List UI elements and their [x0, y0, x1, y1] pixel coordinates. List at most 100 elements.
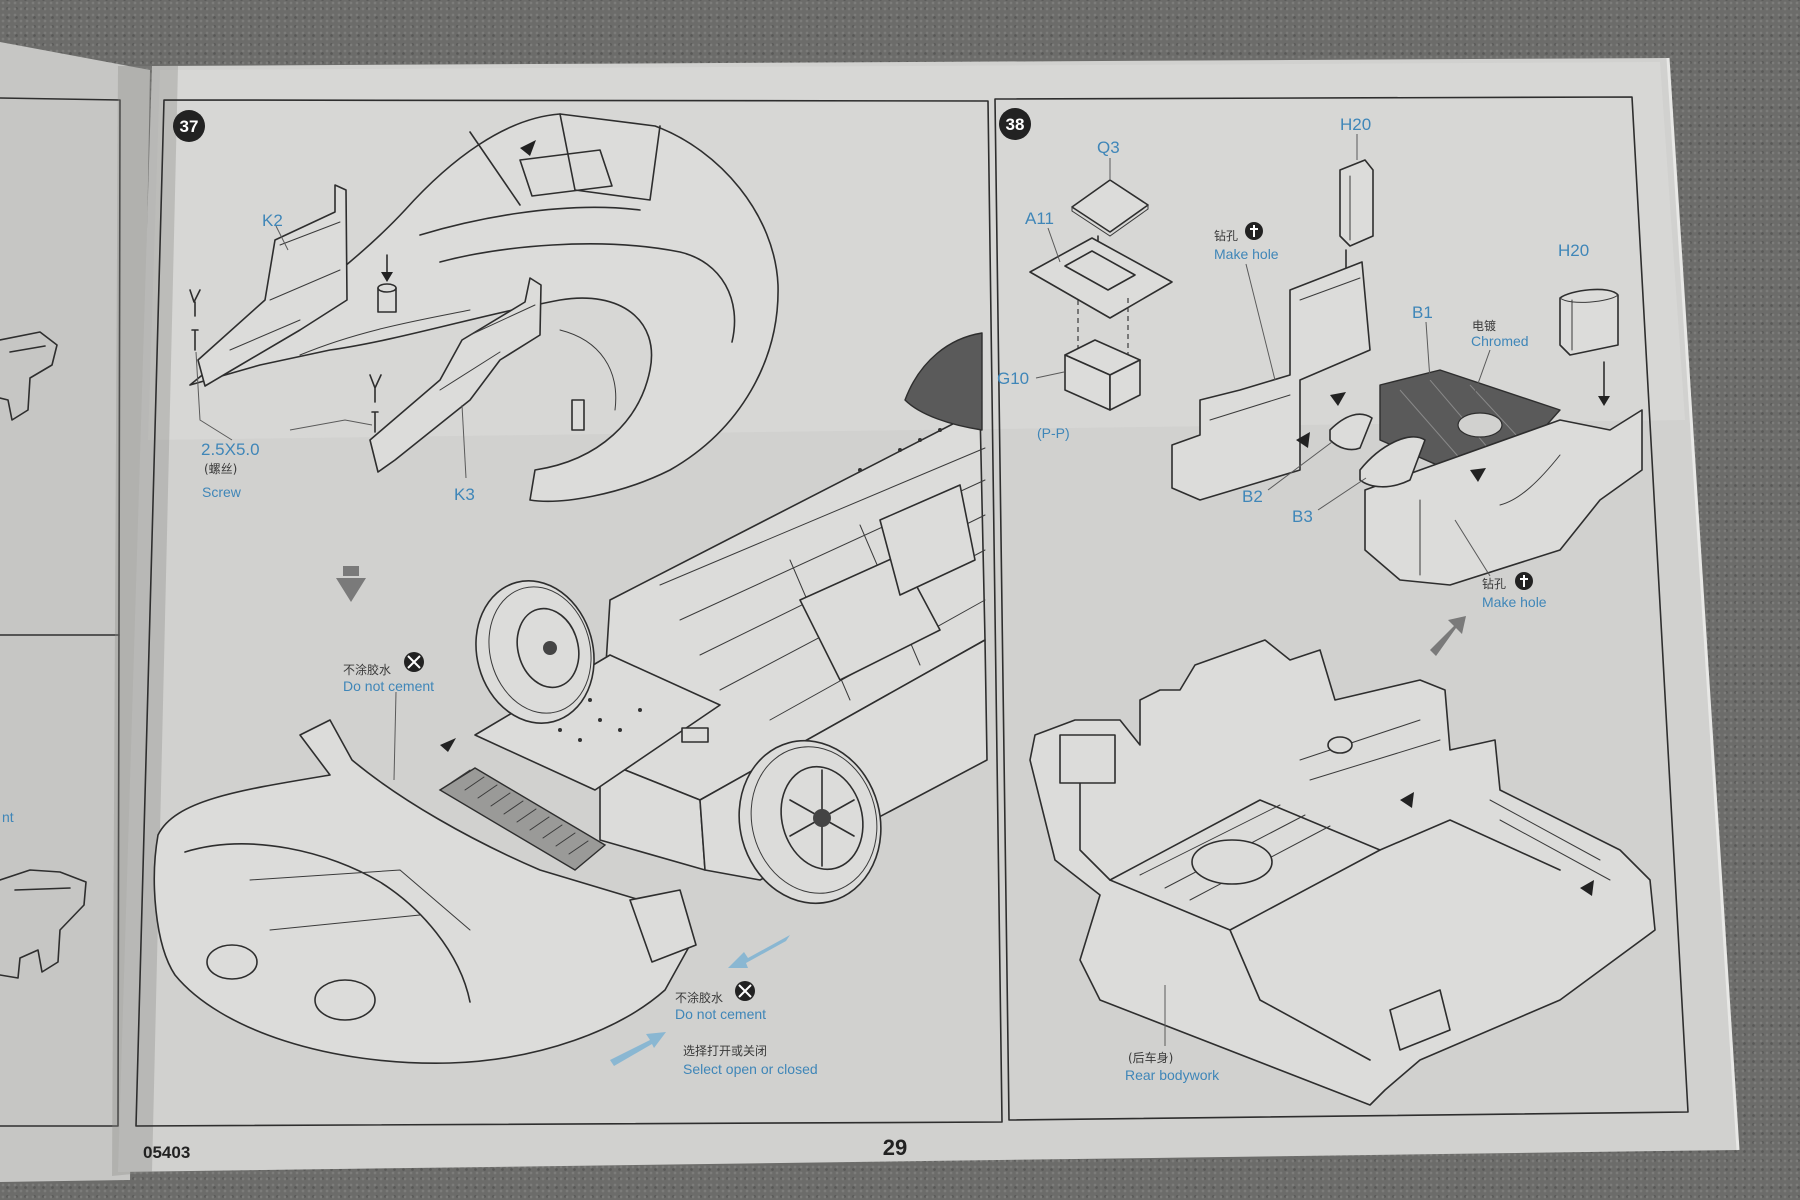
upper-body-shell — [189, 113, 779, 503]
note-en: Do not cement — [675, 1006, 766, 1022]
step37-badge — [173, 110, 205, 142]
deck-rivet — [578, 738, 582, 742]
h20-right-part: H20 — [1558, 241, 1619, 406]
headlight — [206, 944, 258, 980]
shell-roof-edge — [419, 206, 641, 236]
rear-floor-hole — [1191, 839, 1273, 885]
product-code: 05403 — [143, 1143, 190, 1162]
drill-note-cn: 钻孔 — [1214, 228, 1238, 243]
b3-label: B3 — [1292, 507, 1313, 526]
rear-box — [1059, 734, 1116, 784]
b2-label: B2 — [1242, 487, 1263, 506]
q3-label: Q3 — [1097, 138, 1120, 157]
rear-tire-mesh — [904, 332, 983, 431]
k3-leader — [461, 404, 467, 479]
deck-rivet — [598, 718, 602, 722]
k2-label: K2 — [262, 211, 283, 230]
left-page-part-top — [0, 331, 58, 421]
screw-en-label: Screw — [202, 484, 242, 500]
shell-outline — [189, 113, 779, 503]
g10-label: G10 — [997, 369, 1029, 388]
h20-top-shape — [1339, 159, 1374, 247]
screw-cn-label: (螺丝) — [204, 462, 237, 476]
left-page-frame — [0, 97, 121, 1127]
step38: 38 Q3 A11 G10 (P-P) — [997, 108, 1656, 1106]
rear-bodywork-cn: (后车身) — [1128, 1050, 1173, 1065]
gutter-shadow — [112, 66, 178, 1176]
left-page-part-bottom — [0, 869, 87, 979]
b2-part — [1329, 413, 1373, 451]
page-number: 29 — [883, 1135, 907, 1160]
down-arrow-stem — [343, 566, 359, 576]
b3-leader — [1317, 477, 1367, 511]
chrome-note-cn: 电镀 — [1472, 319, 1496, 333]
rear-bodywork-outline — [1029, 639, 1656, 1106]
shell-inner-edge — [439, 243, 736, 343]
pp-label: (P-P) — [1037, 425, 1070, 441]
drill-icon-mark — [1520, 575, 1528, 587]
deck-arrow — [440, 738, 456, 752]
assembly-right-detail — [1419, 454, 1561, 576]
drill-leader — [1454, 519, 1491, 577]
drill-note-en: Make hole — [1482, 594, 1547, 610]
step38-badge — [999, 108, 1031, 140]
note-cn: 不涂胶水 — [675, 990, 723, 1005]
hub — [543, 641, 557, 655]
step37-number: 37 — [180, 117, 199, 136]
b3-part — [1359, 436, 1426, 488]
drill-icon-mark — [1250, 225, 1258, 237]
no-glue-icon-mark — [407, 655, 421, 669]
no-glue-note-1: 不涂胶水 Do not cement — [343, 652, 434, 694]
screw-leader — [195, 351, 233, 441]
assembly-arrow — [1470, 468, 1486, 482]
k3-tab — [571, 399, 585, 431]
left-page-paper — [0, 42, 150, 1182]
screw-icon — [191, 329, 199, 351]
select-note-en: Select open or closed — [683, 1061, 818, 1077]
no-glue-note-2: 不涂胶水 Do not cement — [675, 981, 766, 1022]
chassis-rivet — [858, 468, 862, 472]
deck-rivet — [638, 708, 642, 712]
chrome-note-en: Chromed — [1471, 333, 1529, 349]
deck-rivet — [558, 728, 562, 732]
g10-leader — [1035, 371, 1065, 379]
a11-leader — [1047, 227, 1061, 263]
cylinder-arrowhead — [381, 272, 393, 282]
screw-leader — [289, 419, 373, 431]
k2-panel-shape — [197, 184, 348, 387]
deck-box — [681, 727, 709, 743]
left-page-partial-text: nt — [2, 809, 14, 825]
step37: 37 K2 K3 — [153, 110, 988, 1077]
chassis-rivet — [898, 448, 902, 452]
k3-label: K3 — [454, 485, 475, 504]
shell-arrow — [520, 140, 536, 156]
tire-tread — [488, 586, 592, 714]
hub — [813, 809, 831, 827]
screw-icon — [189, 289, 201, 317]
front-bodywork-outline — [153, 719, 691, 1064]
h20-right-detail — [1559, 294, 1619, 351]
rear-bodywork: (后车身) Rear bodywork — [1029, 639, 1656, 1106]
b1-label: B1 — [1412, 303, 1433, 322]
small-cylinder-part — [377, 254, 397, 313]
headlight — [314, 979, 376, 1021]
front-bodywork-floor — [249, 869, 471, 931]
k3-panel: K3 — [369, 277, 585, 504]
assembly-right-panel — [1364, 409, 1643, 586]
shell-rib — [469, 113, 661, 206]
rear-bracket — [1389, 989, 1451, 1051]
a11-part: A11 — [1025, 209, 1173, 319]
b1-leader — [1425, 321, 1431, 381]
drill-note-en: Make hole — [1214, 246, 1279, 262]
select-open-closed-note: 选择打开或关闭 Select open or closed — [610, 935, 818, 1077]
a11-label: A11 — [1025, 209, 1054, 228]
screw-icon — [369, 374, 382, 403]
left-page: nt — [0, 42, 150, 1182]
close-arrow-icon — [728, 935, 790, 968]
screw-icon — [371, 411, 379, 433]
page-footer: 05403 29 — [143, 1135, 907, 1162]
b2-leader — [1267, 441, 1333, 491]
h20-right-shape — [1559, 288, 1619, 356]
rear-details — [1299, 719, 1611, 881]
